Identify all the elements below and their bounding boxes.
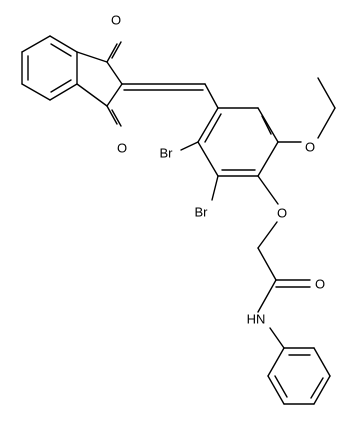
bond	[204, 113, 222, 143]
acetamide-linker	[257, 175, 311, 349]
bond	[269, 327, 285, 349]
bond	[106, 43, 118, 63]
ethoxy-group	[277, 77, 336, 143]
bond	[49, 35, 78, 53]
atom-label-oxygen-bottom: O	[117, 141, 127, 156]
bond	[317, 107, 336, 139]
bond	[197, 107, 219, 143]
bond	[257, 107, 279, 143]
bond	[50, 79, 72, 93]
bond	[76, 51, 108, 63]
bond	[257, 221, 278, 249]
bond	[267, 347, 285, 377]
bond	[197, 141, 219, 177]
phenyl-ring	[267, 347, 331, 405]
indanedione-fragment	[21, 35, 123, 127]
bond	[313, 375, 331, 405]
bond	[257, 175, 279, 205]
central-benzene-ring	[197, 107, 279, 177]
exocyclic-double-bond	[121, 83, 219, 109]
bond	[267, 375, 285, 405]
bond	[21, 83, 51, 101]
atom-label-bromine-lower: Br	[195, 205, 209, 220]
bond	[111, 41, 122, 59]
bond	[204, 83, 219, 109]
atom-labels: O O O Br Br O O HN	[111, 13, 325, 327]
bond	[49, 83, 78, 101]
atom-label-bromine-upper: Br	[160, 146, 174, 161]
bond	[261, 115, 272, 135]
bond	[310, 377, 324, 399]
bromine-bonds	[180, 141, 219, 201]
bond	[257, 279, 277, 313]
atom-label-oxygen-ethoxy: O	[305, 140, 315, 155]
bond	[76, 83, 108, 107]
bond	[21, 35, 51, 53]
atom-label-nh: HN	[247, 312, 266, 327]
bond	[180, 141, 199, 151]
bond	[106, 61, 123, 85]
atom-label-oxygen-top: O	[111, 13, 121, 28]
bond	[106, 83, 123, 107]
bond	[106, 105, 118, 125]
bond	[257, 141, 279, 177]
bond	[50, 43, 72, 57]
atom-label-oxygen-amide: O	[315, 277, 325, 292]
bond	[257, 247, 277, 281]
atom-label-oxygen-ether: O	[277, 206, 287, 221]
bond	[274, 375, 288, 398]
bond	[317, 77, 336, 109]
bond	[211, 175, 219, 201]
bond	[313, 347, 331, 377]
bond	[111, 109, 122, 127]
